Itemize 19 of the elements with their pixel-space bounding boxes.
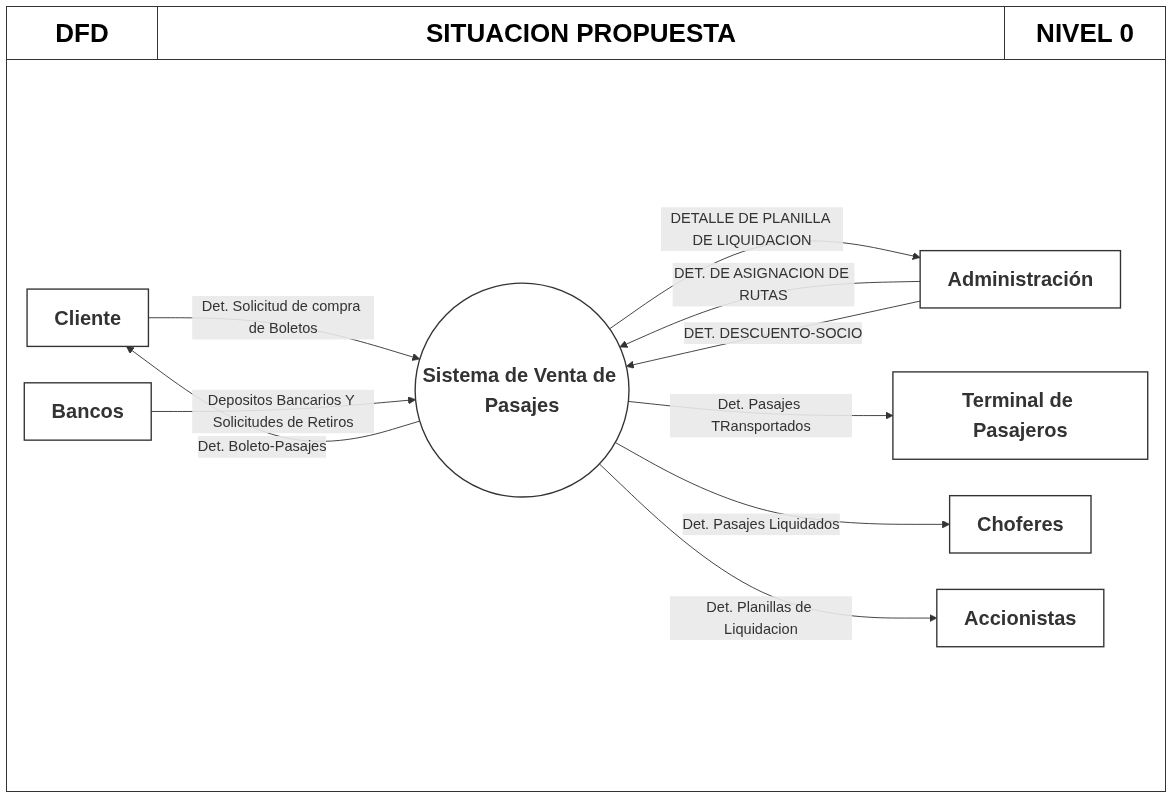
node-box: Cliente <box>26 288 150 348</box>
title: SITUACION PROPUESTA <box>158 7 1005 59</box>
edge-label: Det. Planillas de Liquidacion <box>706 598 812 637</box>
node-box: Choferes <box>948 494 1092 554</box>
header-cell-text: NIVEL 0 <box>1035 16 1135 50</box>
edge-label: DETALLE DE PLANILLA DE LIQUIDACION <box>670 210 830 248</box>
edge-label: DET. DE ASIGNACION DE RUTAS <box>674 265 849 303</box>
edge-label: Det. Solicitud de compra de Boletos <box>201 298 361 336</box>
node-box: Terminal de Pasajeros <box>892 371 1149 460</box>
header-cell: DFD <box>7 7 158 59</box>
node-box: Bancos <box>23 382 152 441</box>
edge-label: Det. Boleto-Pasajes <box>197 438 327 455</box>
node-box: Administración <box>919 249 1122 309</box>
node-circle: Sistema de Venta de Pasajes <box>414 282 630 498</box>
edge-label: Det. Pasajes TRansportados <box>711 396 811 434</box>
edge-label: DET. DESCUENTO-SOCIO <box>683 324 863 341</box>
node-box: Accionistas <box>936 588 1105 648</box>
edge-label: Det. Pasajes Liquidados <box>682 516 840 532</box>
edge-label: Depositos Bancarios Y Solicitudes de Retiros <box>207 392 355 430</box>
